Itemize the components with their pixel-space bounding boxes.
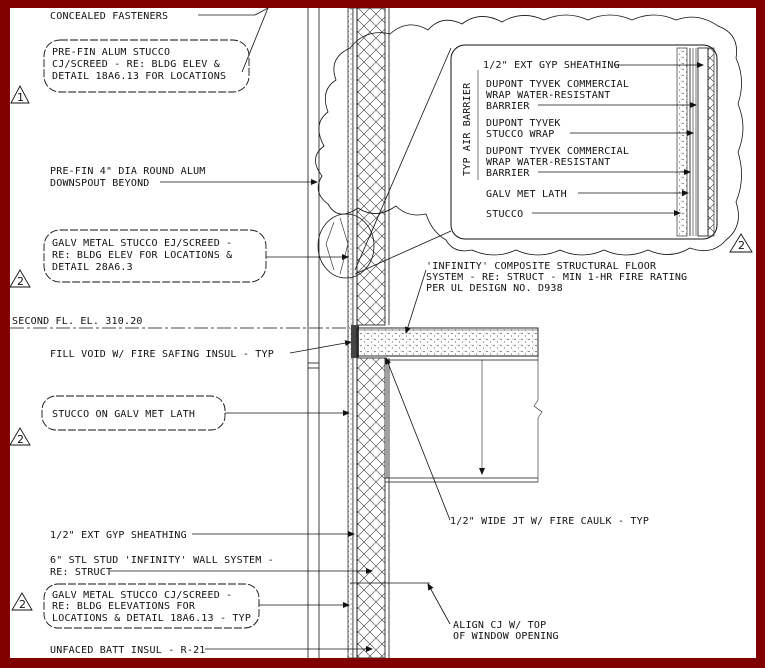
callout-stuccowrap-1: DUPONT TYVEK [486,118,561,129]
callout-tyvek1-3: BARRIER [486,101,530,112]
callout-tyvek2-3: BARRIER [486,168,530,179]
note-galv-ej-1: GALV METAL STUCCO EJ/SCREED - [52,238,232,249]
note-galv-cj-1: GALV METAL STUCCO CJ/SCREED - [52,590,232,601]
wall-assembly [307,8,543,658]
note-align-1: ALIGN CJ W/ TOP [453,620,546,631]
callout-tyvek2-2: WRAP WATER-RESISTANT [486,157,610,168]
note-stud-2: RE: STRUCT [50,567,112,578]
rev-tag-2a: 2 [17,275,24,288]
callout-stucco: STUCCO [486,209,523,220]
wall-section-drawing: CONCEALED FASTENERS PRE-FIN ALUM STUCCO … [10,8,753,658]
note-infinity-2: SYSTEM - RE: STRUCT - MIN 1-HR FIRE RATI… [426,272,687,283]
note-downspout-1: PRE-FIN 4" DIA ROUND ALUM [50,166,206,177]
note-stud-1: 6" STL STUD 'INFINITY' WALL SYSTEM - [50,555,274,566]
note-prefin-3: DETAIL 18A6.13 FOR LOCATIONS [52,71,226,82]
callout-tyvek1-1: DUPONT TYVEK COMMERCIAL [486,79,629,90]
note-ext-gyp: 1/2" EXT GYP SHEATHING [50,530,187,541]
rev-tag-2c: 2 [19,598,26,611]
note-prefin-2: CJ/SCREED - RE: BLDG ELEV & [52,59,220,70]
left-notes: CONCEALED FASTENERS PRE-FIN ALUM STUCCO … [12,8,373,656]
note-caulk: 1/2" WIDE JT W/ FIRE CAULK - TYP [450,516,649,527]
note-second-floor: SECOND FL. EL. 310.20 [12,316,143,327]
callout-tyvek2-1: DUPONT TYVEK COMMERCIAL [486,146,629,157]
callout-lath: GALV MET LATH [486,189,567,200]
note-align-2: OF WINDOW OPENING [453,631,559,642]
rev-tag-1: 1 [17,91,24,104]
air-barrier-callout: TYP AIR BARRIER 1/2" EXT GYP SHEATHING D… [315,14,744,279]
revision-tags: 1 2 2 2 2 [10,85,753,611]
note-infinity-1: 'INFINITY' COMPOSITE STRUCTURAL FLOOR [426,261,657,272]
callout-stuccowrap-2: STUCCO WRAP [486,129,554,140]
note-prefin-1: PRE-FIN ALUM STUCCO [52,47,170,58]
note-batt: UNFACED BATT INSUL - R-21 [50,645,206,656]
callout-tyvek1-2: WRAP WATER-RESISTANT [486,90,610,101]
right-notes: 'INFINITY' COMPOSITE STRUCTURAL FLOOR SY… [385,261,687,642]
callout-title: TYP AIR BARRIER [462,82,473,176]
note-fill-void: FILL VOID W/ FIRE SAFING INSUL - TYP [50,349,274,360]
note-infinity-3: PER UL DESIGN NO. D938 [426,283,563,294]
note-stucco-lath: STUCCO ON GALV MET LATH [52,409,195,420]
note-galv-ej-2: RE: BLDG ELEV FOR LOCATIONS & [52,250,232,261]
note-galv-cj-2: RE: BLDG ELEVATIONS FOR [52,601,196,612]
note-galv-ej-3: DETAIL 28A6.3 [52,262,133,273]
note-concealed: CONCEALED FASTENERS [50,11,168,22]
drawing-sheet: CONCEALED FASTENERS PRE-FIN ALUM STUCCO … [10,8,756,658]
callout-gyp: 1/2" EXT GYP SHEATHING [483,60,620,71]
note-downspout-2: DOWNSPOUT BEYOND [50,178,150,189]
rev-tag-2b: 2 [17,433,24,446]
rev-tag-2d: 2 [738,239,745,252]
note-galv-cj-3: LOCATIONS & DETAIL 18A6.13 - TYP [52,613,251,624]
